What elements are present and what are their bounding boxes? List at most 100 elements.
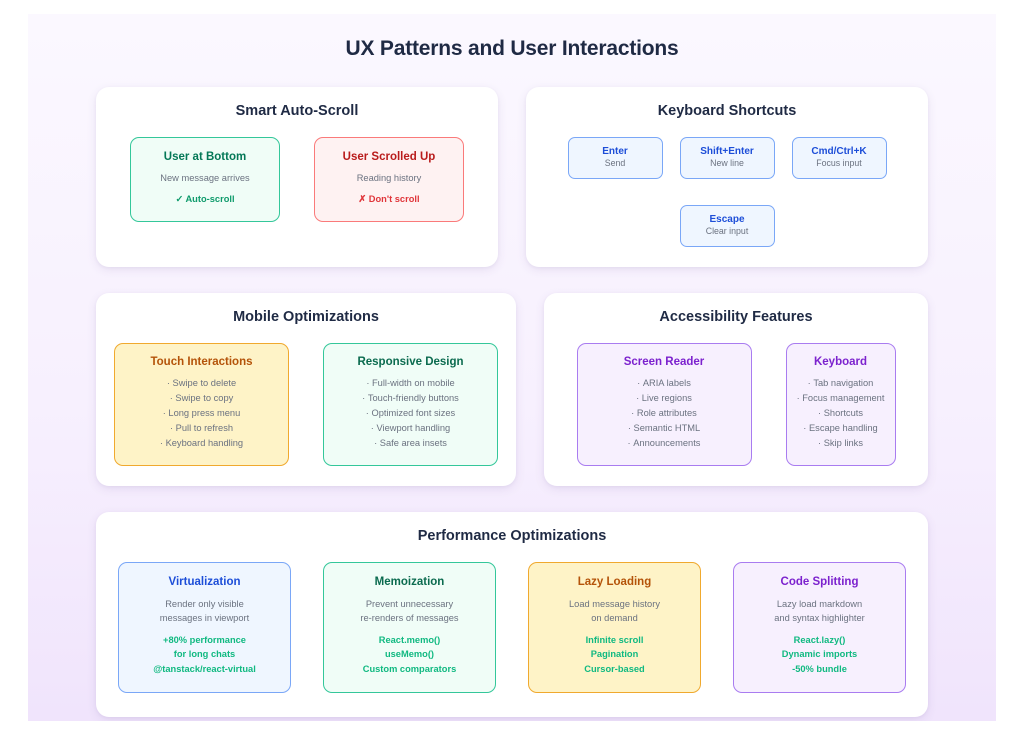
metric-line: Custom comparators	[362, 663, 457, 674]
performance-box-row: Virtualization Render only visible messa…	[118, 561, 906, 694]
metric-line: @tanstack/react-virtual	[153, 663, 256, 674]
metric-line: -50% bundle	[792, 663, 847, 674]
keyboard-a11y-list: Tab navigation Focus management Shortcut…	[797, 376, 885, 451]
list-item: Live regions	[588, 391, 741, 406]
list-item: Touch-friendly buttons	[334, 391, 487, 406]
case-title: User Scrolled Up	[342, 151, 436, 163]
shortcut-action: New line	[710, 158, 744, 168]
panel-title-smart-auto-scroll: Smart Auto-Scroll	[235, 103, 359, 119]
card-metrics: React.lazy() Dynamic imports -50% bundle	[744, 633, 895, 676]
panel-title-accessibility-features: Accessibility Features	[659, 308, 813, 325]
list-item: Keyboard handling	[125, 436, 278, 451]
auto-scroll-box-row: User at Bottom New message arrives ✓ Aut…	[114, 137, 480, 222]
card-title: Keyboard	[813, 355, 868, 368]
description-line: on demand	[591, 613, 638, 624]
list-item: Escape handling	[797, 421, 885, 436]
description-line: Lazy load markdown	[776, 598, 863, 609]
card-title: Responsive Design	[357, 355, 464, 368]
row-three: Performance Optimizations Virtualization…	[28, 511, 996, 718]
a11y-card-screen-reader: Screen Reader ARIA labels Live regions R…	[576, 342, 752, 466]
list-item: Tab navigation	[797, 376, 885, 391]
case-outcome: ✗ Don't scroll	[358, 194, 420, 205]
perf-card-lazy-loading: Lazy Loading Load message history on dem…	[528, 561, 701, 694]
shortcut-key-shift-enter[interactable]: Shift+Enter New line	[679, 137, 775, 179]
shortcut-action: Send	[604, 158, 626, 168]
panel-performance-optimizations: Performance Optimizations Virtualization…	[96, 511, 928, 718]
case-outcome: ✓ Auto-scroll	[175, 194, 235, 205]
card-metrics: React.memo() useMemo() Custom comparator…	[334, 633, 485, 676]
shortcut-combo: Enter	[602, 146, 628, 157]
list-item: Swipe to copy	[125, 391, 278, 406]
screen-reader-list: ARIA labels Live regions Role attributes…	[588, 376, 741, 451]
description-line: re-renders of messages	[360, 613, 459, 624]
panel-accessibility-features: Accessibility Features Screen Reader ARI…	[544, 292, 928, 486]
card-title: Touch Interactions	[150, 355, 253, 368]
card-description: Lazy load markdown and syntax highlighte…	[744, 597, 895, 626]
metric-line: for long chats	[173, 649, 236, 660]
touch-interactions-list: Swipe to delete Swipe to copy Long press…	[125, 376, 278, 451]
mobile-card-touch-interactions: Touch Interactions Swipe to delete Swipe…	[114, 342, 289, 466]
row-one: Smart Auto-Scroll User at Bottom New mes…	[28, 87, 996, 267]
card-title: Code Splitting	[780, 575, 859, 588]
card-metrics: Infinite scroll Pagination Cursor-based	[539, 633, 690, 676]
perf-card-memoization: Memoization Prevent unnecessary re-rende…	[323, 561, 496, 694]
list-item: Announcements	[588, 436, 741, 451]
list-item: Focus management	[797, 391, 885, 406]
shortcut-key-escape[interactable]: Escape Clear input	[679, 204, 775, 247]
mobile-box-row: Touch Interactions Swipe to delete Swipe…	[114, 342, 498, 466]
accessibility-box-row: Screen Reader ARIA labels Live regions R…	[562, 342, 910, 466]
panel-title-performance-optimizations: Performance Optimizations	[417, 527, 607, 544]
responsive-design-list: Full-width on mobile Touch-friendly butt…	[334, 376, 487, 451]
page-title: UX Patterns and User Interactions	[345, 37, 679, 60]
card-description: Prevent unnecessary re-renders of messag…	[334, 597, 485, 626]
card-metrics: +80% performance for long chats @tanstac…	[129, 633, 280, 676]
metric-line: +80% performance	[163, 634, 246, 645]
list-item: Pull to refresh	[125, 421, 278, 436]
list-item: Swipe to delete	[125, 376, 278, 391]
description-line: Prevent unnecessary	[365, 598, 454, 609]
shortcut-combo: Escape	[709, 213, 745, 225]
case-title: User at Bottom	[163, 151, 247, 163]
card-description: Load message history on demand	[539, 597, 690, 626]
metric-line: Infinite scroll	[585, 634, 644, 645]
card-description: Render only visible messages in viewport	[129, 597, 280, 626]
shortcut-key-list: Enter Send Shift+Enter New line Cmd/Ctrl…	[544, 137, 910, 247]
list-item: Optimized font sizes	[334, 406, 487, 421]
metric-line: React.memo()	[378, 634, 441, 645]
card-title: Virtualization	[168, 575, 241, 588]
shortcut-key-enter[interactable]: Enter Send	[567, 137, 663, 179]
page-canvas: UX Patterns and User Interactions Smart …	[28, 14, 996, 721]
row-two: Mobile Optimizations Touch Interactions …	[28, 292, 996, 486]
mobile-card-responsive-design: Responsive Design Full-width on mobile T…	[323, 342, 498, 466]
list-item: Role attributes	[588, 406, 741, 421]
panel-keyboard-shortcuts: Keyboard Shortcuts Enter Send Shift+Ente…	[526, 87, 928, 267]
case-description: New message arrives	[160, 173, 250, 183]
auto-scroll-case-user-at-bottom: User at Bottom New message arrives ✓ Aut…	[130, 137, 280, 222]
metric-line: Pagination	[590, 649, 639, 660]
shortcut-key-cmd-ctrl-k[interactable]: Cmd/Ctrl+K Focus input	[791, 137, 887, 179]
panel-smart-auto-scroll: Smart Auto-Scroll User at Bottom New mes…	[96, 87, 498, 267]
list-item: ARIA labels	[588, 376, 741, 391]
list-item: Skip links	[797, 436, 885, 451]
panel-title-keyboard-shortcuts: Keyboard Shortcuts	[657, 103, 797, 119]
perf-card-virtualization: Virtualization Render only visible messa…	[118, 561, 291, 694]
card-title: Memoization	[374, 575, 445, 588]
list-item: Full-width on mobile	[334, 376, 487, 391]
card-title: Lazy Loading	[577, 575, 652, 588]
shortcut-combo: Cmd/Ctrl+K	[811, 146, 867, 157]
auto-scroll-case-user-scrolled-up: User Scrolled Up Reading history ✗ Don't…	[314, 137, 464, 222]
shortcut-action: Clear input	[705, 225, 749, 236]
description-line: messages in viewport	[159, 613, 250, 624]
metric-line: React.lazy()	[793, 634, 846, 645]
metric-line: Cursor-based	[584, 663, 645, 674]
description-line: and syntax highlighter	[774, 613, 865, 624]
shortcut-combo: Shift+Enter	[700, 146, 754, 157]
description-line: Render only visible	[165, 598, 244, 609]
panel-title-mobile-optimizations: Mobile Optimizations	[233, 308, 379, 325]
perf-card-code-splitting: Code Splitting Lazy load markdown and sy…	[733, 561, 906, 694]
list-item: Safe area insets	[334, 436, 487, 451]
panel-mobile-optimizations: Mobile Optimizations Touch Interactions …	[96, 292, 516, 486]
list-item: Shortcuts	[797, 406, 885, 421]
metric-line: Dynamic imports	[781, 649, 858, 660]
case-description: Reading history	[356, 173, 422, 183]
